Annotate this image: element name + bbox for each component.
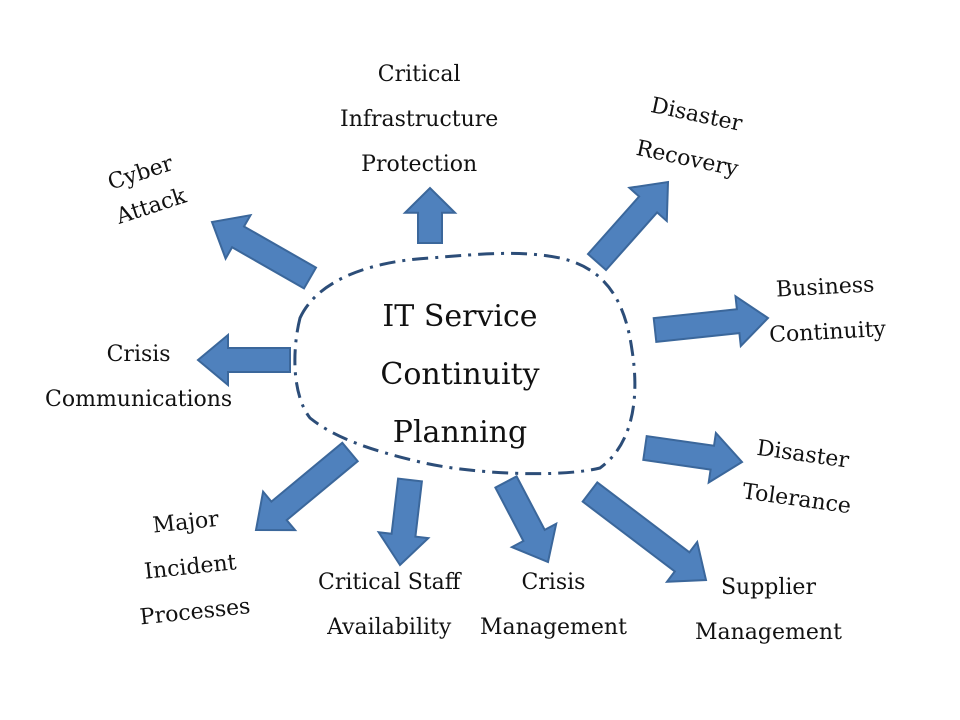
arrow-crisis-management — [494, 475, 558, 564]
label-line: Communications — [45, 387, 233, 412]
label-crisis-management: Crisis Management — [480, 560, 627, 650]
label-line: Crisis — [106, 342, 171, 367]
center-line: Planning — [392, 415, 528, 450]
arrow-critical-staff — [376, 477, 431, 567]
label-crisis-communications: Crisis Communications — [45, 332, 232, 422]
label-line: Crisis — [521, 570, 586, 595]
label-major-incident-processes: Major Incident Processes — [128, 495, 252, 641]
arrow-cyber-attack — [210, 213, 318, 290]
arrow-major-incident — [254, 441, 360, 532]
label-business-continuity: Business Continuity — [766, 262, 887, 358]
arrow-critical-infrastructure — [402, 186, 458, 244]
label-line: Infrastructure — [340, 107, 499, 132]
label-line: Critical — [377, 62, 461, 87]
arrow-supplier-management — [581, 480, 708, 583]
label-line: Business — [775, 272, 876, 303]
label-line: Critical Staff — [318, 570, 461, 595]
arrow-business-continuity — [652, 294, 770, 349]
arrow-disaster-recovery — [586, 180, 670, 272]
center-cloud-outline — [293, 251, 637, 476]
label-critical-infrastructure: Critical Infrastructure Protection — [340, 52, 498, 187]
center-line: IT Service — [382, 299, 538, 334]
center-line: Continuity — [380, 357, 540, 392]
label-line: Management — [480, 615, 627, 640]
label-line: Availability — [327, 615, 452, 640]
center-title: IT Service Continuity Planning — [360, 288, 560, 462]
arrow-disaster-tolerance — [642, 430, 744, 485]
label-line: Supplier — [720, 575, 816, 600]
label-line: Continuity — [768, 316, 887, 349]
label-supplier-management: Supplier Management — [695, 565, 842, 655]
label-line: Management — [695, 620, 842, 645]
label-critical-staff-availability: Critical Staff Availability — [318, 560, 460, 650]
arrow-crisis-communications — [196, 332, 291, 388]
label-line: Protection — [361, 152, 478, 177]
label-disaster-tolerance: Disaster Tolerance — [739, 425, 860, 529]
